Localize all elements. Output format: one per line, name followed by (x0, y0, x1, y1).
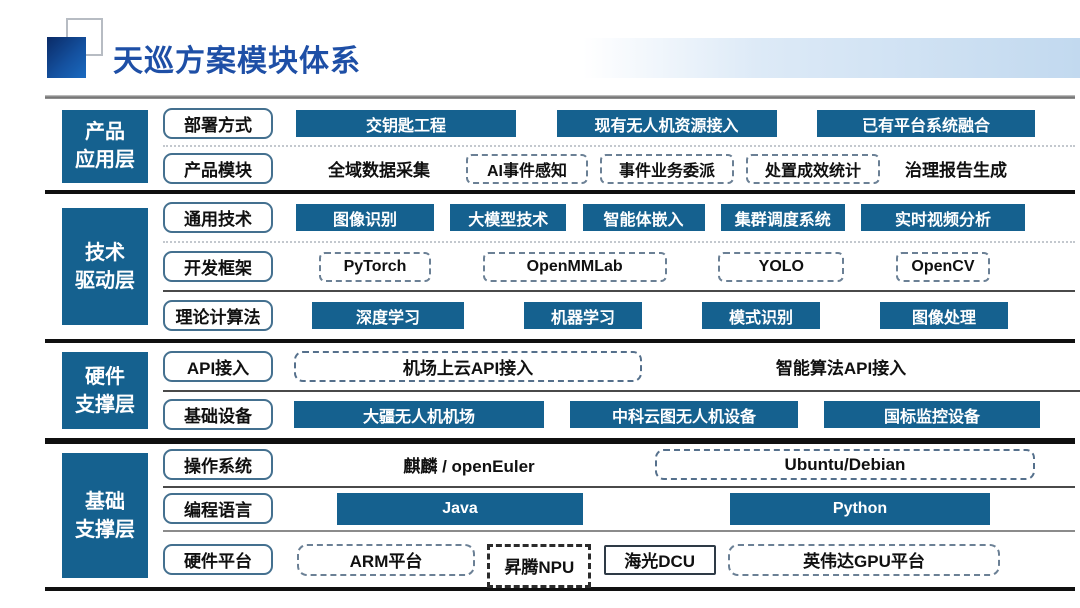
module-box-product-modules-3: 处置成效统计 (746, 153, 880, 184)
module-box-general-technology-4: 实时视频分析 (861, 204, 1025, 231)
row-items: 大疆无人机机场中科云图无人机设备国标监控设备 (289, 401, 1080, 429)
layer-hardware-support: 硬件支撑层 API接入机场上云API接入 智能算法API接入基础设备大疆无人机机场中… (45, 343, 1080, 438)
module-row-operating-system: 操作系统 麒麟 / openEuler Ubuntu/Debian (163, 449, 1075, 481)
module-row-product-modules: 产品模块 全域数据采集 AI事件感知事件业务委派处置成效统计 治理报告生成 (163, 153, 1075, 184)
category-label-programming-language: 编程语言 (163, 493, 273, 525)
row-items: PyTorch OpenMMLab YOLO OpenCV (289, 251, 1075, 282)
module-box-programming-language-1: Python (730, 492, 990, 525)
page-title: 天巡方案模块体系 (113, 45, 361, 78)
category-label-hardware-platform: 硬件平台 (163, 544, 273, 576)
module-row-general-technology: 通用技术图像识别大模型技术智能体嵌入集群调度系统实时视频分析 (163, 202, 1075, 233)
category-label-deployment-method: 部署方式 (163, 108, 273, 139)
row-items: 交钥匙工程 现有无人机资源接入 已有平台系统融合 (289, 110, 1075, 137)
module-box-operating-system-0: 麒麟 / openEuler (403, 457, 535, 477)
module-box-general-technology-2: 智能体嵌入 (582, 204, 705, 231)
layer-rows: API接入机场上云API接入 智能算法API接入基础设备大疆无人机机场中科云图无人… (163, 343, 1080, 438)
layer-separator (45, 339, 1075, 343)
module-box-basic-equipment-1: 中科云图无人机设备 (570, 401, 798, 429)
row-divider (163, 290, 1075, 292)
module-box-product-modules-1: AI事件感知 (466, 153, 588, 184)
module-box-theory-algorithms-2: 模式识别 (702, 302, 820, 329)
layer-separator (45, 190, 1075, 194)
module-box-deployment-method-0: 交钥匙工程 (296, 110, 516, 137)
layer-separator (45, 438, 1075, 444)
module-box-deployment-method-1: 现有无人机资源接入 (556, 110, 777, 137)
category-label-theory-algorithms: 理论计算法 (163, 300, 273, 331)
layers: 产品应用层部署方式交钥匙工程现有无人机资源接入已有平台系统融合产品模块全域数据采… (45, 102, 1080, 591)
layer-base-support: 基础支撑层操作系统 麒麟 / openEuler Ubuntu/Debian 编程语言… (45, 444, 1075, 588)
diagram-content: 产品应用层部署方式交钥匙工程现有无人机资源接入已有平台系统融合产品模块全域数据采… (45, 95, 1080, 591)
layer-rows: 操作系统 麒麟 / openEuler Ubuntu/Debian 编程语言 Java P… (163, 444, 1075, 588)
module-row-programming-language: 编程语言 Java Python (163, 492, 1075, 525)
module-box-hardware-platform-0: ARM平台 (297, 543, 475, 576)
category-label-basic-equipment: 基础设备 (163, 399, 273, 431)
module-row-api-access: API接入机场上云API接入 智能算法API接入 (163, 350, 1080, 382)
module-box-product-modules-2: 事件业务委派 (600, 153, 734, 184)
module-box-theory-algorithms-1: 机器学习 (524, 302, 642, 329)
module-box-dev-framework-1: OpenMMLab (482, 251, 667, 282)
row-items: 机场上云API接入 智能算法API接入 (289, 350, 1080, 382)
row-divider (163, 530, 1075, 533)
module-box-theory-algorithms-3: 图像处理 (880, 302, 1008, 329)
module-row-hardware-platform: 硬件平台 ARM平台昇腾NPU 海光DCU 英伟达GPU平台 (163, 538, 1075, 588)
module-box-hardware-platform-2: 海光DCU (603, 544, 716, 575)
module-box-dev-framework-0: PyTorch (319, 251, 431, 282)
layer-separator (45, 587, 1075, 591)
row-divider (163, 145, 1075, 147)
header-divider (45, 95, 1075, 99)
category-label-product-modules: 产品模块 (163, 153, 273, 184)
module-row-theory-algorithms: 理论计算法 深度学习 机器学习 模式识别 图像处理 (163, 300, 1075, 331)
module-box-general-technology-3: 集群调度系统 (720, 204, 845, 231)
module-box-programming-language-0: Java (337, 492, 583, 525)
row-items: ARM平台昇腾NPU 海光DCU 英伟达GPU平台 (289, 538, 1075, 588)
module-box-theory-algorithms-0: 深度学习 (312, 302, 464, 329)
module-row-dev-framework: 开发框架 PyTorch OpenMMLab YOLO OpenCV (163, 251, 1075, 282)
layer-product-application: 产品应用层部署方式交钥匙工程现有无人机资源接入已有平台系统融合产品模块全域数据采… (45, 102, 1075, 190)
row-divider (163, 485, 1075, 488)
module-box-hardware-platform-1: 昇腾NPU (487, 543, 592, 588)
module-box-dev-framework-3: OpenCV (895, 251, 990, 282)
module-box-general-technology-0: 图像识别 (296, 204, 434, 231)
module-box-deployment-method-2: 已有平台系统融合 (817, 110, 1035, 137)
module-box-product-modules-0: 全域数据采集 (328, 161, 430, 180)
row-items: 麒麟 / openEuler Ubuntu/Debian (289, 449, 1075, 481)
module-box-api-access-0: 机场上云API接入 (294, 350, 642, 382)
category-label-operating-system: 操作系统 (163, 449, 273, 481)
row-items: 图像识别大模型技术智能体嵌入集群调度系统实时视频分析 (289, 204, 1075, 231)
module-row-basic-equipment: 基础设备大疆无人机机场中科云图无人机设备国标监控设备 (163, 399, 1080, 431)
row-items: Java Python (289, 492, 1075, 525)
row-items: 全域数据采集 AI事件感知事件业务委派处置成效统计 治理报告生成 (289, 153, 1075, 184)
row-divider (163, 241, 1075, 243)
row-divider (163, 389, 1080, 392)
module-row-deployment-method: 部署方式交钥匙工程 现有无人机资源接入 已有平台系统融合 (163, 108, 1075, 139)
slide-header: 天巡方案模块体系 (0, 0, 1080, 95)
module-box-api-access-1: 智能算法API接入 (775, 358, 907, 378)
module-box-basic-equipment-0: 大疆无人机机场 (294, 401, 544, 429)
module-box-dev-framework-2: YOLO (718, 251, 845, 282)
category-label-general-technology: 通用技术 (163, 202, 273, 233)
module-box-operating-system-1: Ubuntu/Debian (655, 449, 1035, 481)
layer-name-hardware-support: 硬件支撑层 (62, 352, 148, 429)
layer-rows: 部署方式交钥匙工程 现有无人机资源接入 已有平台系统融合产品模块 全域数据采集 AI事件… (163, 102, 1075, 190)
row-items: 深度学习 机器学习 模式识别 图像处理 (289, 302, 1075, 329)
logo-blue-square-icon (47, 37, 86, 78)
category-label-dev-framework: 开发框架 (163, 251, 273, 282)
layer-name-product-application: 产品应用层 (62, 109, 148, 183)
module-box-basic-equipment-2: 国标监控设备 (824, 401, 1040, 429)
module-box-general-technology-1: 大模型技术 (450, 204, 567, 231)
layer-name-tech-driver: 技术驱动层 (62, 208, 148, 325)
header-gradient-band (583, 38, 1080, 78)
module-box-hardware-platform-3: 英伟达GPU平台 (727, 543, 1000, 576)
category-label-api-access: API接入 (163, 350, 273, 382)
module-box-product-modules-4: 治理报告生成 (905, 161, 1007, 180)
layer-name-base-support: 基础支撑层 (62, 453, 148, 578)
